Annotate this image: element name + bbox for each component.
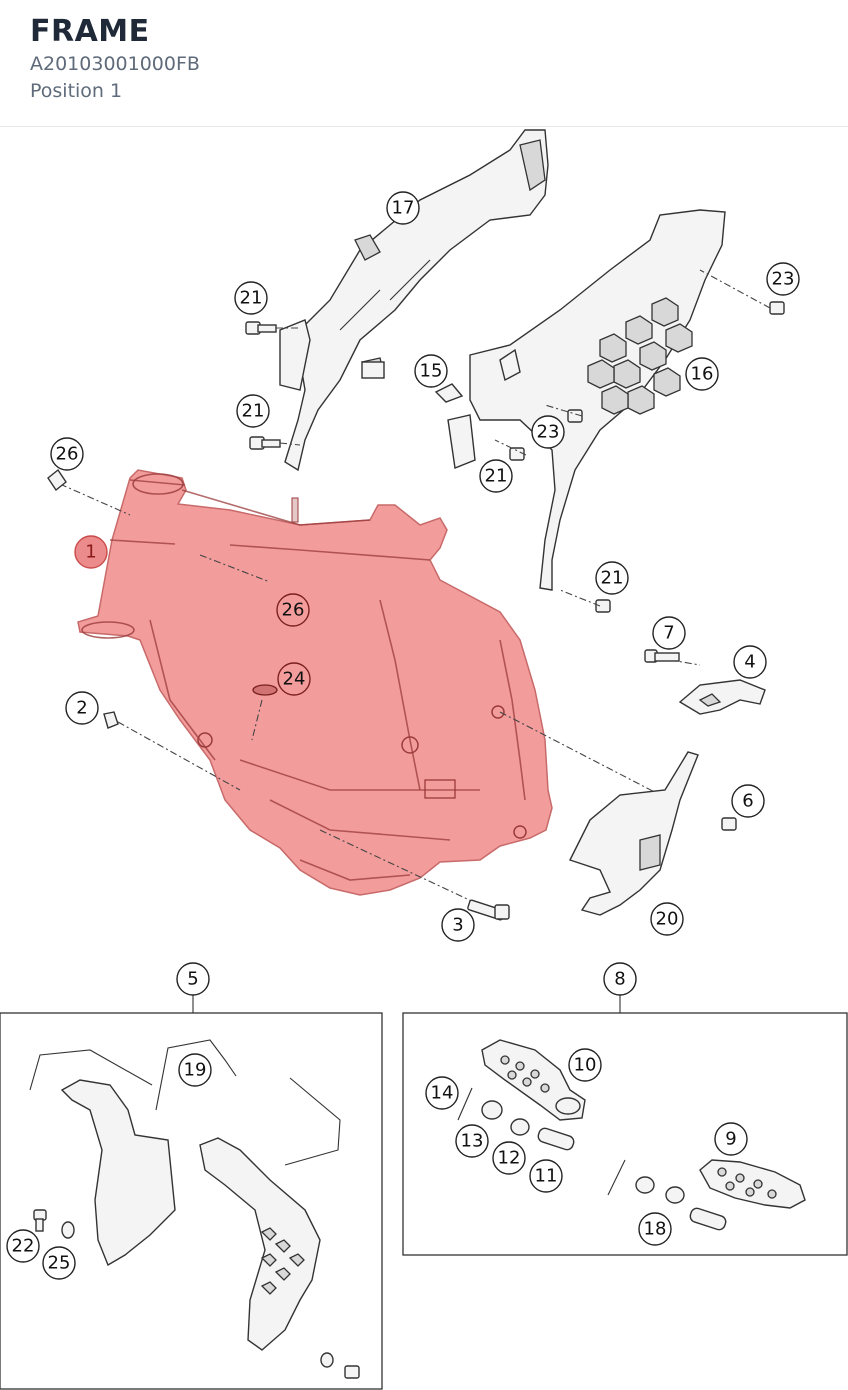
- svg-text:9: 9: [725, 1129, 736, 1150]
- frame-protector-part[interactable]: [29, 1039, 360, 1379]
- callout-5[interactable]: 5: [176, 962, 210, 996]
- svg-text:23: 23: [772, 269, 795, 290]
- callout-21[interactable]: 21: [234, 281, 268, 315]
- footpeg-right-part[interactable]: [607, 1159, 806, 1231]
- svg-text:11: 11: [535, 1166, 558, 1187]
- callout-19[interactable]: 19: [178, 1053, 212, 1087]
- svg-text:22: 22: [12, 1236, 35, 1257]
- svg-text:2: 2: [76, 698, 87, 719]
- svg-text:15: 15: [420, 361, 443, 382]
- svg-text:25: 25: [48, 1253, 71, 1274]
- svg-text:8: 8: [614, 969, 625, 990]
- callout-22[interactable]: 22: [6, 1229, 40, 1263]
- callout-13[interactable]: 13: [455, 1124, 489, 1158]
- svg-text:1: 1: [85, 542, 96, 563]
- chain-slider-part[interactable]: [678, 679, 766, 715]
- callout-17[interactable]: 17: [386, 191, 420, 225]
- callout-20[interactable]: 20: [650, 902, 684, 936]
- position-label: Position 1: [30, 80, 123, 102]
- svg-text:26: 26: [56, 444, 79, 465]
- svg-text:21: 21: [240, 288, 263, 309]
- group-8-box: [402, 1012, 848, 1256]
- subframe-right-part[interactable]: [447, 209, 726, 591]
- exploded-parts-diagram: 17 21 23 15 16 21 23 26 21 1 21 26 7 4 2…: [0, 129, 848, 1390]
- frame-hardware-part[interactable]: [47, 468, 737, 921]
- callout-15[interactable]: 15: [414, 354, 448, 388]
- callout-21[interactable]: 21: [479, 459, 513, 493]
- callout-18[interactable]: 18: [638, 1212, 672, 1246]
- svg-text:21: 21: [601, 568, 624, 589]
- callout-3[interactable]: 3: [441, 908, 475, 942]
- svg-text:26: 26: [282, 600, 305, 621]
- svg-text:16: 16: [691, 364, 714, 385]
- svg-text:6: 6: [742, 791, 753, 812]
- svg-text:24: 24: [283, 669, 306, 690]
- callout-14[interactable]: 14: [425, 1076, 459, 1110]
- svg-text:17: 17: [392, 198, 415, 219]
- callout-1-selected[interactable]: 1: [74, 535, 108, 569]
- part-number: A20103001000FB: [30, 53, 200, 75]
- svg-text:21: 21: [485, 466, 508, 487]
- callout-26[interactable]: 26: [276, 593, 310, 627]
- page-header: FRAME A20103001000FB Position 1: [0, 0, 848, 127]
- callout-21[interactable]: 21: [595, 561, 629, 595]
- svg-text:20: 20: [656, 909, 679, 930]
- callout-26[interactable]: 26: [50, 437, 84, 471]
- callout-11[interactable]: 11: [529, 1159, 563, 1193]
- svg-text:21: 21: [242, 401, 265, 422]
- callout-7[interactable]: 7: [652, 616, 686, 650]
- svg-text:4: 4: [744, 652, 755, 673]
- svg-text:13: 13: [461, 1131, 484, 1152]
- callout-23[interactable]: 23: [531, 415, 565, 449]
- callout-10[interactable]: 10: [568, 1048, 602, 1082]
- svg-text:19: 19: [184, 1060, 207, 1081]
- callout-8[interactable]: 8: [603, 962, 637, 996]
- svg-text:7: 7: [663, 623, 674, 644]
- svg-text:5: 5: [187, 969, 198, 990]
- svg-text:3: 3: [452, 915, 463, 936]
- svg-text:18: 18: [644, 1219, 667, 1240]
- chain-guide-part[interactable]: [569, 751, 699, 916]
- callout-6[interactable]: 6: [731, 784, 765, 818]
- svg-text:23: 23: [537, 422, 560, 443]
- callout-4[interactable]: 4: [733, 645, 767, 679]
- svg-text:12: 12: [498, 1148, 521, 1169]
- callout-21[interactable]: 21: [236, 394, 270, 428]
- svg-text:14: 14: [431, 1083, 454, 1104]
- callout-25[interactable]: 25: [42, 1246, 76, 1280]
- svg-text:10: 10: [574, 1055, 597, 1076]
- callout-23[interactable]: 23: [766, 262, 800, 296]
- callout-2[interactable]: 2: [65, 691, 99, 725]
- main-frame-part[interactable]: [77, 469, 553, 896]
- footpeg-left-part[interactable]: [457, 1039, 586, 1151]
- callout-16[interactable]: 16: [685, 357, 719, 391]
- callout-9[interactable]: 9: [714, 1122, 748, 1156]
- callout-24[interactable]: 24: [277, 662, 311, 696]
- callout-12[interactable]: 12: [492, 1141, 526, 1175]
- page-title: FRAME: [30, 14, 150, 49]
- group-5-box: [0, 1012, 383, 1390]
